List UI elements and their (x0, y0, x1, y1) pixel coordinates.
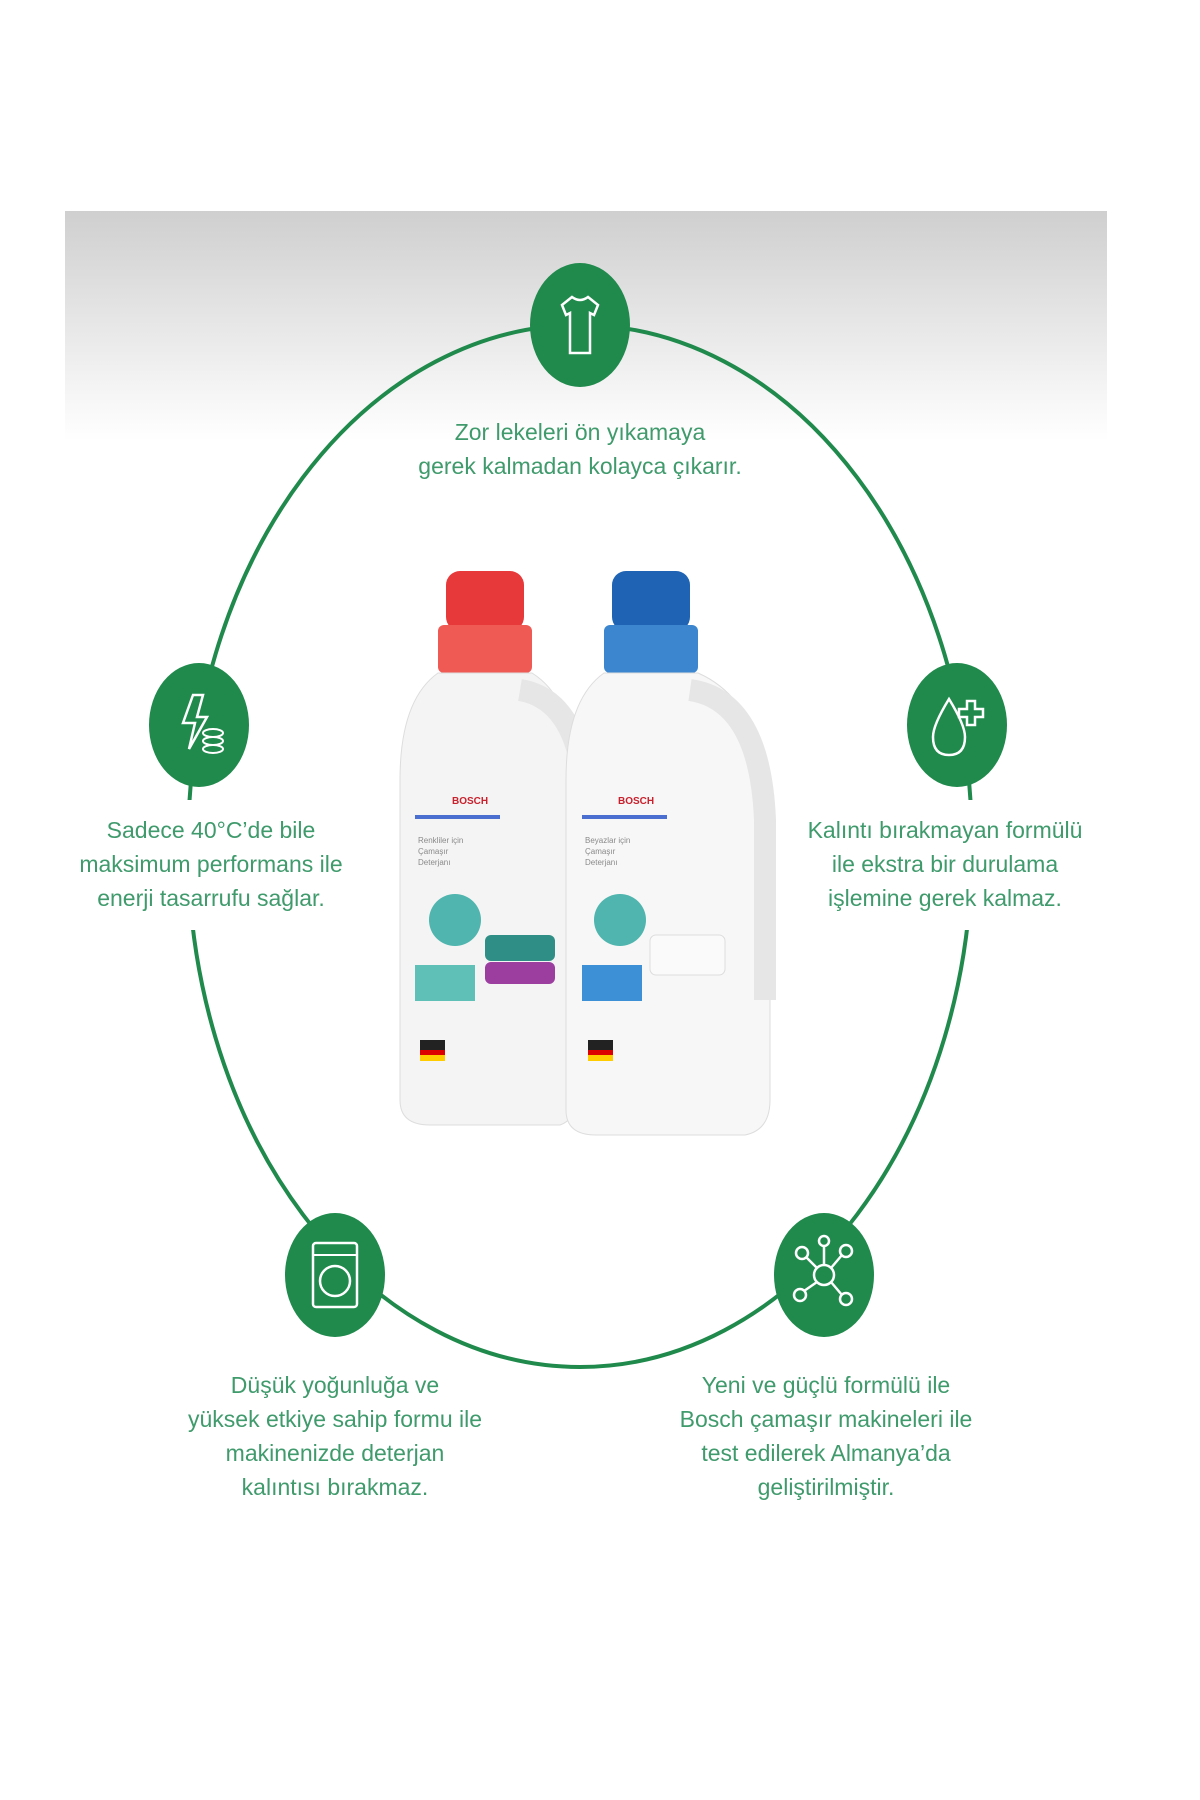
bottle-brand-logo: BOSCH (452, 796, 489, 807)
ring-gap-left (150, 800, 250, 930)
bottle-colors (399, 571, 596, 1126)
tshirt-icon (530, 263, 630, 387)
washing-machine-icon (285, 1213, 385, 1337)
bottle-brand-logo: BOSCH (618, 796, 655, 807)
drop-plus-icon (907, 663, 1007, 787)
molecule-icon (774, 1213, 874, 1337)
ring-gap-right (920, 800, 1020, 930)
energy-coins-icon (149, 663, 249, 787)
bottle-whites (565, 571, 776, 1136)
